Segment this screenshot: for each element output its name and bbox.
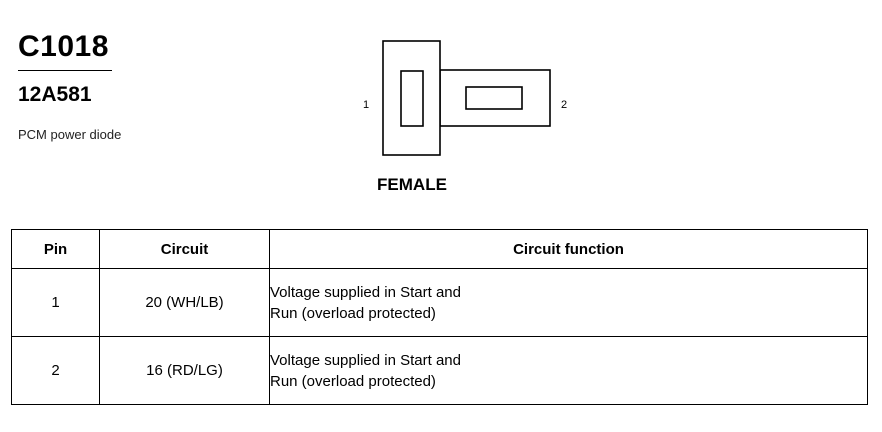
connector-view-label: FEMALE	[377, 175, 447, 194]
table-row: 1 20 (WH/LB) Voltage supplied in Start a…	[11, 268, 868, 337]
pin-2-cavity	[465, 86, 523, 110]
pin-1-cavity	[400, 70, 424, 127]
pin-table: Pin Circuit Circuit function 1 20 (WH/LB…	[11, 229, 868, 405]
connector-id: C1018	[18, 30, 109, 63]
pin-number-cell: 2	[11, 336, 100, 405]
table-row: 2 16 (RD/LG) Voltage supplied in Start a…	[11, 336, 868, 405]
table-header-row: Pin Circuit Circuit function	[11, 229, 868, 269]
pin-2-label: 2	[561, 99, 567, 111]
pin-1-label: 1	[363, 99, 369, 111]
part-number: 12A581	[18, 83, 92, 106]
circuit-function-line: Run (overload protected)	[270, 304, 436, 322]
circuit-cell: 16 (RD/LG)	[99, 336, 270, 405]
circuit-function-line: Run (overload protected)	[270, 372, 436, 390]
circuit-function-line: Voltage supplied in Start and	[270, 351, 461, 369]
pin-number-cell: 1	[11, 268, 100, 337]
column-header-circuit-function: Circuit function	[269, 229, 868, 269]
circuit-function-line: Voltage supplied in Start and	[270, 283, 461, 301]
circuit-cell: 20 (WH/LB)	[99, 268, 270, 337]
column-header-pin: Pin	[11, 229, 100, 269]
column-header-circuit: Circuit	[99, 229, 270, 269]
title-underline	[18, 70, 112, 71]
connector-description: PCM power diode	[18, 127, 122, 142]
connector-face-diagram: 1 2	[363, 40, 567, 156]
